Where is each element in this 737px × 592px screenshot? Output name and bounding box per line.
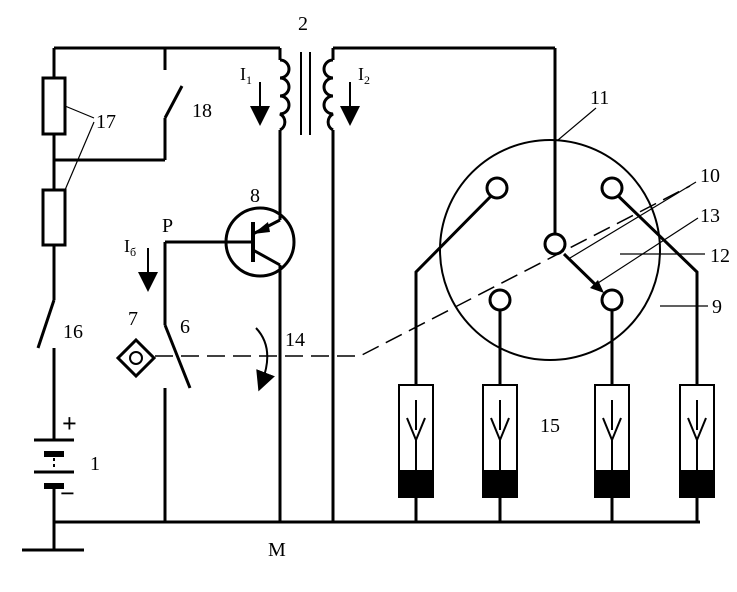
label-point-p: P — [162, 215, 173, 237]
label-ib: Iб — [124, 236, 136, 259]
resistor-upper — [41, 76, 67, 136]
label-cap-ring: 9 — [712, 296, 722, 318]
current-arrows — [138, 82, 360, 292]
contact-4 — [600, 176, 624, 200]
secondary-coil — [322, 58, 334, 132]
label-rotor: 10 — [700, 165, 720, 187]
primary-coil — [279, 58, 291, 132]
transistor-icon — [224, 206, 296, 278]
label-switch: 16 — [63, 321, 83, 343]
label-battery: 1 — [90, 453, 100, 475]
label-breaker: 6 — [180, 316, 190, 338]
leader-lines — [64, 105, 708, 307]
label-minus: − — [60, 479, 75, 508]
distributor-contacts — [485, 176, 624, 312]
lead-plug-1 — [414, 188, 499, 385]
label-i2: I2 — [358, 64, 370, 87]
contact-3 — [600, 288, 624, 312]
label-rotation: 14 — [285, 329, 305, 351]
contact-1 — [485, 176, 509, 200]
label-wire: 12 — [710, 245, 730, 267]
rotation-arrow — [255, 327, 275, 392]
spark-plug-4 — [679, 384, 715, 498]
label-transistor: 8 — [250, 185, 260, 207]
label-plugs: 15 — [540, 415, 560, 437]
spark-plug-2 — [482, 384, 518, 498]
breaker-contact — [163, 324, 192, 389]
switch-16 — [36, 299, 56, 349]
distributor-cap — [439, 139, 661, 361]
rotor-arrow — [590, 280, 604, 293]
spark-plug-3 — [594, 384, 630, 498]
label-plus: + — [62, 409, 77, 438]
label-cam: 7 — [128, 308, 138, 330]
label-i1: I1 — [240, 64, 252, 87]
cam-icon — [115, 337, 157, 379]
resistor-lower — [41, 188, 67, 247]
battery-icon — [34, 425, 74, 505]
lead-plug-4 — [610, 188, 699, 385]
label-transformer: 2 — [298, 13, 308, 35]
contact-2 — [488, 288, 512, 312]
mechanical-link — [155, 185, 691, 357]
switch-18 — [163, 85, 184, 119]
spark-plug-1 — [398, 384, 434, 498]
label-bypass: 18 — [192, 100, 212, 122]
label-rotor-contact: 13 — [700, 205, 720, 227]
label-resistors: 17 — [96, 111, 116, 133]
label-distributor: 11 — [590, 87, 609, 109]
rotor-center — [543, 232, 567, 256]
spark-plug-group — [398, 384, 715, 498]
label-point-m: M — [268, 539, 286, 561]
wires — [22, 46, 700, 552]
